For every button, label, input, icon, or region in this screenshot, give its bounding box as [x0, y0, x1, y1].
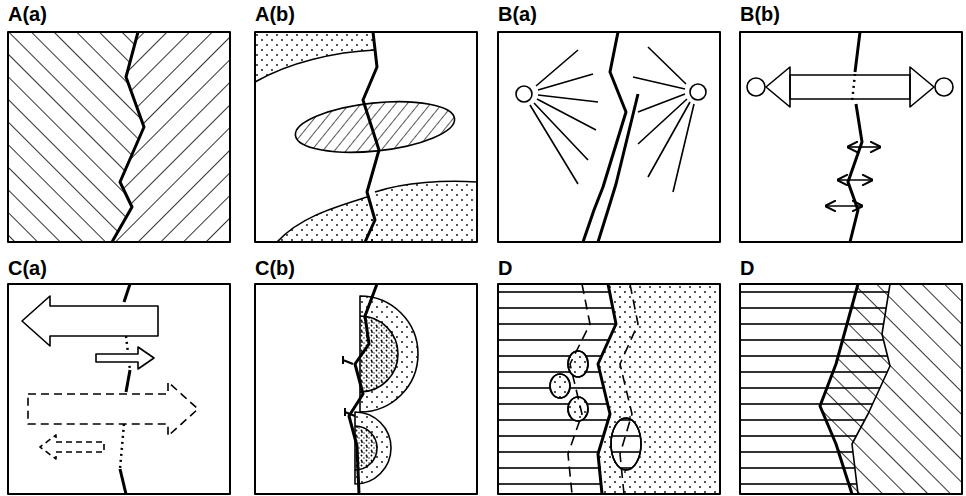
panel-label: D	[740, 256, 756, 280]
panel-label-box: B(b)	[740, 2, 786, 28]
panel-label-box: D	[498, 256, 519, 282]
panel-label-box: A(a)	[8, 2, 53, 28]
panel-label-box: B(a)	[498, 2, 543, 28]
panel-label: B(b)	[740, 2, 782, 26]
panel-label-box: D	[740, 256, 761, 282]
panel-label-box: C(b)	[255, 256, 301, 282]
panel-label-box: A(b)	[255, 2, 301, 28]
panel-label: B(a)	[498, 2, 539, 26]
panel-label-box: C(a)	[8, 256, 53, 282]
panel-label: A(a)	[8, 2, 49, 26]
panel-label: D	[498, 256, 514, 280]
panel-label: C(b)	[255, 256, 297, 280]
panel-label: A(b)	[255, 2, 297, 26]
panel-label: C(a)	[8, 256, 49, 280]
